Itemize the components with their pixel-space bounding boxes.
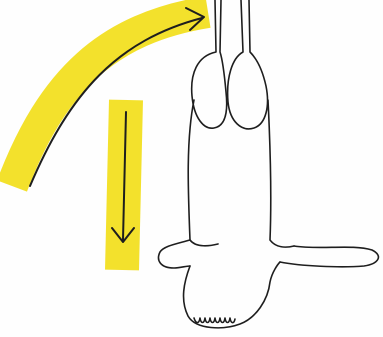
right-leg-outline [228, 0, 268, 129]
body-outline [188, 100, 294, 247]
left-arm-outline [159, 240, 190, 268]
right-arm-outline [280, 246, 378, 267]
hair-scribble [194, 318, 235, 323]
upside-down-figure [159, 0, 379, 328]
head-outline [184, 262, 280, 328]
